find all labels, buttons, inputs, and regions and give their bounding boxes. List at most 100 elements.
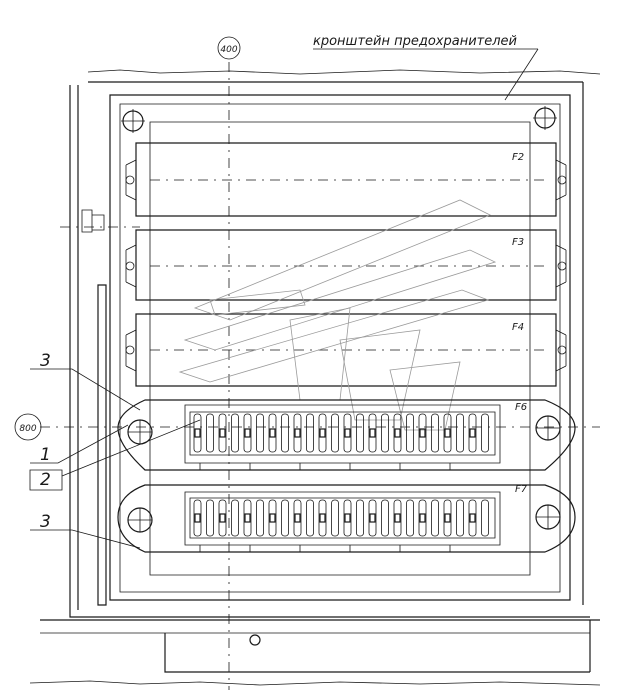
fuse-element	[469, 428, 476, 438]
contact-clip	[218, 499, 227, 537]
contact-clip	[418, 413, 427, 453]
contact-strip	[193, 499, 489, 537]
fuse-element	[344, 513, 351, 523]
contact-clip	[306, 499, 314, 537]
fuse-label: F4	[512, 322, 524, 333]
block-label: F6	[515, 402, 527, 413]
contact-clip	[268, 413, 277, 453]
callout-number: 3	[40, 512, 51, 532]
contact-strip	[193, 413, 489, 453]
annotation-title: кронштейн предохранителей	[313, 34, 517, 49]
fuse-element	[319, 513, 326, 523]
fuse-element	[394, 513, 401, 523]
contact-clip	[206, 499, 214, 537]
outer-frame	[29, 69, 601, 686]
fuse-block-f7: F7	[117, 484, 576, 553]
contact-clip	[356, 499, 364, 537]
fuse-f3: F3	[125, 229, 567, 301]
block-screws	[127, 415, 561, 533]
contact-clip	[268, 499, 277, 537]
fuse-element	[369, 513, 376, 523]
block-label: F7	[515, 484, 528, 495]
contact-clip	[231, 413, 239, 453]
fuse-element	[269, 428, 276, 438]
fuse-element	[269, 513, 276, 523]
screw-f6-right	[535, 415, 561, 441]
callout-1: 1	[30, 424, 129, 465]
fuse-cartridges: F2 F3 F4	[125, 142, 567, 387]
contact-clip	[431, 499, 439, 537]
contact-clip	[368, 499, 377, 537]
contact-clip	[318, 499, 327, 537]
fuse-element	[294, 428, 301, 438]
fuse-element	[419, 428, 426, 438]
mounting-holes	[121, 106, 557, 133]
screw-f7-right	[535, 504, 561, 530]
contact-clip	[456, 413, 464, 453]
contact-clip	[456, 499, 464, 537]
mounting-hole-top-left	[121, 109, 145, 133]
fuse-label: F2	[512, 152, 524, 163]
dimension-value: 400	[220, 45, 237, 55]
contact-clip	[406, 413, 414, 453]
contact-clip	[281, 499, 289, 537]
contact-clip	[256, 499, 264, 537]
callout-3-lower: 3	[30, 512, 141, 549]
fuse-element	[344, 428, 351, 438]
contact-clip	[443, 413, 452, 453]
contact-clip	[331, 499, 339, 537]
callout-3-upper: 3	[30, 351, 141, 411]
contact-clip	[281, 413, 289, 453]
contact-clip	[318, 413, 327, 453]
fuse-element	[194, 513, 201, 523]
screw-f6-left	[127, 419, 153, 445]
contact-clip	[193, 499, 202, 537]
contact-clip	[206, 413, 214, 453]
fuse-element	[244, 513, 251, 523]
contact-clip	[481, 499, 489, 537]
fuse-element	[419, 513, 426, 523]
contact-clip	[406, 499, 414, 537]
fuse-element	[444, 428, 451, 438]
contact-clip	[393, 413, 402, 453]
fuse-element	[369, 428, 376, 438]
callout-number: 3	[40, 351, 51, 371]
contact-clip	[306, 413, 314, 453]
dimension-marker-left: 800	[14, 413, 42, 441]
fuse-element	[319, 428, 326, 438]
contact-clip	[256, 413, 264, 453]
fuse-label: F3	[512, 237, 524, 248]
contact-clip	[293, 413, 302, 453]
fuse-element	[194, 428, 201, 438]
contact-clip	[481, 413, 489, 453]
contact-clip	[468, 499, 477, 537]
contact-clip	[431, 413, 439, 453]
callouts: 3 1 2 3	[29, 351, 201, 549]
contact-clip	[381, 499, 389, 537]
fuse-f2: F2	[125, 142, 567, 217]
contact-clip	[343, 499, 352, 537]
contact-clip	[243, 499, 252, 537]
contact-clip	[218, 413, 227, 453]
contact-clip	[381, 413, 389, 453]
fuse-element	[244, 428, 251, 438]
contact-clip	[368, 413, 377, 453]
mounting-hole-top-right	[533, 106, 557, 130]
contact-clip	[356, 413, 364, 453]
callout-number: 1	[40, 445, 51, 465]
fuse-element	[294, 513, 301, 523]
fuse-element	[444, 513, 451, 523]
contact-clip	[231, 499, 239, 537]
dimension-marker-top: 400	[217, 36, 241, 60]
screw-f7-left	[127, 507, 153, 533]
fuse-element	[219, 513, 226, 523]
contact-clip	[293, 499, 302, 537]
fuse-block-f6: F6	[117, 399, 576, 471]
watermark-logo	[178, 199, 497, 431]
bracket-annotation: кронштейн предохранителей	[313, 34, 539, 101]
fuse-element	[219, 428, 226, 438]
contact-clip	[443, 499, 452, 537]
contact-clip	[331, 413, 339, 453]
contact-clip	[468, 413, 477, 453]
